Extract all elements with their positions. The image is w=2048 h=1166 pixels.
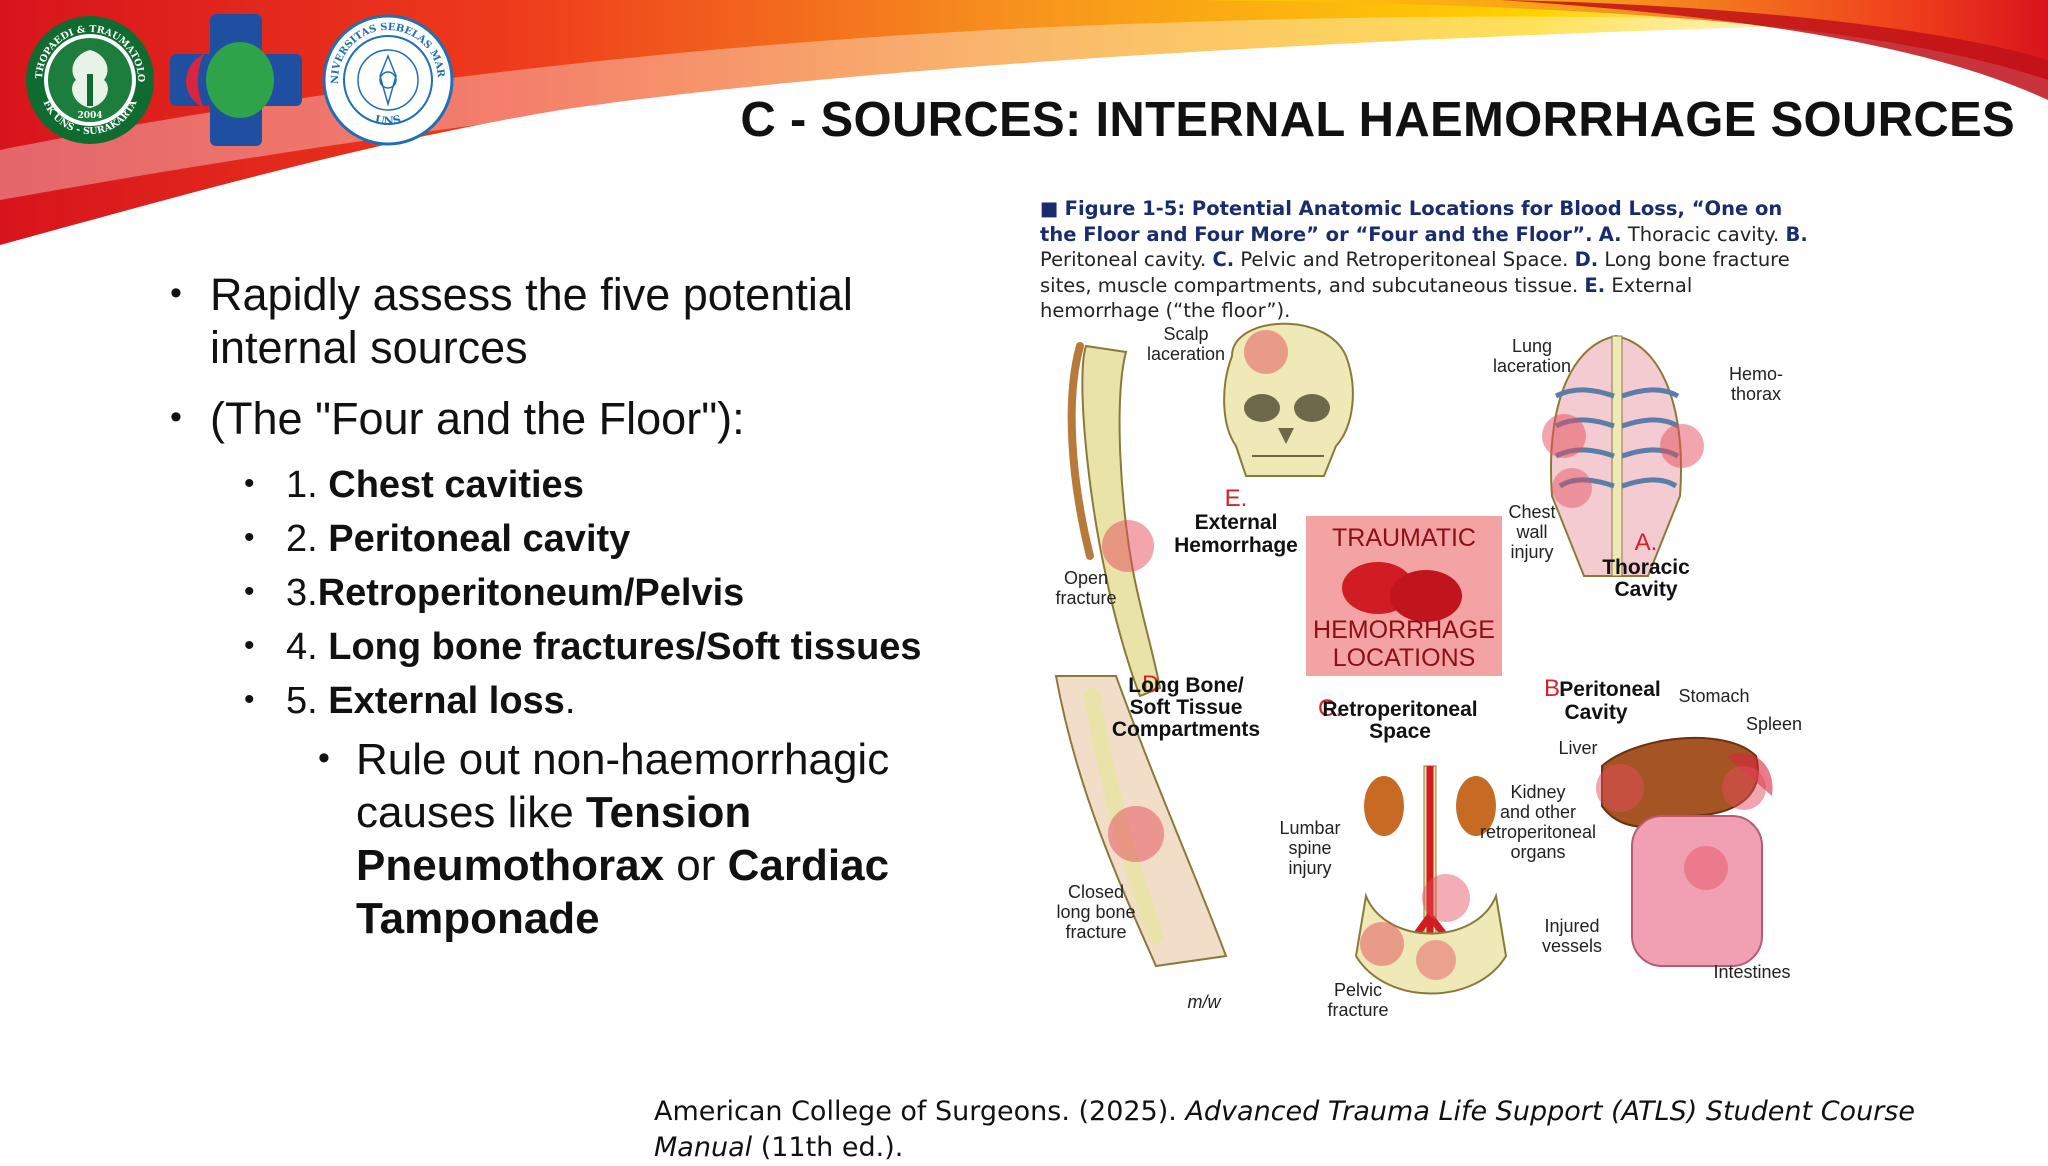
bullet-dot-icon: •: [318, 739, 330, 777]
panel-c-head: Retroperitoneal: [1322, 698, 1477, 721]
panel-e-head: External: [1195, 511, 1278, 534]
panel-a-letter: A.: [1635, 529, 1658, 556]
bullet-dot-icon: •: [170, 274, 182, 312]
label-lung-laceration-2: laceration: [1493, 356, 1571, 376]
bullet-dot-icon: •: [244, 683, 255, 716]
panel-d-leg: [1054, 675, 1228, 968]
panel-e-skull: [1223, 322, 1354, 477]
panel-c-retroperitoneal: [1354, 765, 1508, 995]
orthopaedi-logo: 2004 ORTHOPAEDI & TRAUMATOLOGI FK UNS - …: [24, 14, 156, 146]
label-closed-fracture-2: long bone: [1056, 902, 1135, 922]
source-retroperitoneum: Retroperitoneum/Pelvis: [317, 572, 745, 614]
panel-a-head-2: Cavity: [1614, 578, 1677, 601]
citation: American College of Surgeons. (2025). Ad…: [654, 1096, 1915, 1163]
label-intestines: Intestines: [1713, 962, 1790, 982]
center-box-line3: LOCATIONS: [1333, 644, 1476, 672]
label-liver: Liver: [1558, 738, 1597, 758]
sub-sub-bullet-item: • Rule out non-haemorrhagic causes like …: [318, 733, 930, 945]
caption-square-icon: ■: [1040, 197, 1065, 220]
source-chest: Chest cavities: [328, 464, 584, 506]
panel-d-head-3: Compartments: [1112, 718, 1260, 741]
panel-a-head: Thoracic: [1602, 556, 1690, 579]
anatomy-figure: ■ Figure 1-5: Potential Anatomic Locatio…: [1036, 196, 1812, 1026]
source-long-bone: Long bone fractures/Soft tissues: [328, 626, 922, 668]
label-closed-fracture-3: fracture: [1065, 922, 1126, 942]
label-spleen: Spleen: [1746, 714, 1802, 734]
bullet-dot-icon: •: [244, 575, 255, 608]
label-chest-wall: Chest: [1508, 502, 1555, 522]
bullet-dot-icon: •: [244, 521, 255, 554]
sub-bullet-item: • 4. Long bone fractures/Soft tissues: [244, 626, 922, 668]
label-kidney-3: retroperitoneal: [1480, 822, 1596, 842]
label-injured-vessels: Injured: [1544, 916, 1599, 936]
bullet-list: • Rapidly assess the five potential inte…: [170, 268, 930, 945]
label-kidney: Kidney: [1510, 782, 1565, 802]
label-stomach: Stomach: [1678, 686, 1749, 706]
label-pelvic-fracture: Pelvic: [1334, 980, 1382, 1000]
anatomy-illustration: Scalp laceration E. External Hemorrhage …: [1054, 322, 1802, 1020]
label-lumbar-3: injury: [1288, 858, 1331, 878]
label-lung-laceration: Lung: [1512, 336, 1552, 356]
bullet-text: (The "Four and the Floor"):: [210, 393, 745, 444]
label-hemothorax-2: thorax: [1731, 384, 1781, 404]
term-cardiac-tamponade: Cardiac Tamponade: [356, 841, 890, 943]
label-closed-fracture: Closed: [1068, 882, 1124, 902]
label-chest-wall-3: injury: [1510, 542, 1553, 562]
label-lumbar-2: spine: [1288, 838, 1331, 858]
label-open-fracture-2: fracture: [1055, 588, 1116, 608]
label-scalp-2: laceration: [1147, 344, 1225, 364]
label-pelvic-fracture-2: fracture: [1327, 1000, 1388, 1020]
label-chest-wall-2: wall: [1515, 522, 1547, 542]
source-peritoneal: Peritoneal cavity: [328, 518, 631, 560]
term-tension-pneumothorax: Tension Pneumothorax: [356, 788, 752, 890]
bullet-item: • Rapidly assess the five potential inte…: [170, 268, 930, 374]
bullet-dot-icon: •: [244, 629, 255, 662]
figure-caption: ■ Figure 1-5: Potential Anatomic Locatio…: [1040, 197, 1808, 323]
panel-e-head-2: Hemorrhage: [1174, 534, 1298, 557]
panel-b-head-2: Cavity: [1564, 701, 1627, 724]
panel-e-letter: E.: [1225, 485, 1248, 512]
panel-e-arm: [1067, 342, 1162, 698]
label-hemothorax: Hemo-: [1729, 364, 1783, 384]
panel-d-letter: D.: [1142, 671, 1166, 698]
bullet-dot-icon: •: [170, 398, 182, 436]
sub-bullet-item: • 1. Chest cavities: [244, 464, 584, 506]
svg-text:UNS: UNS: [374, 113, 403, 128]
sub-bullet-item: • 5. External loss.: [244, 680, 576, 722]
panel-c-head-2: Space: [1369, 720, 1431, 743]
panel-d-head-2: Soft Tissue: [1130, 696, 1243, 719]
panel-a-ribcage: [1542, 334, 1704, 577]
source-external: External loss: [328, 680, 565, 722]
uns-logo: UNIVERSITAS SEBELAS MARET UNS: [322, 14, 454, 146]
label-scalp: Scalp: [1163, 324, 1208, 344]
label-kidney-2: and other: [1500, 802, 1576, 822]
label-lumbar: Lumbar: [1279, 818, 1340, 838]
sub-bullet-item: • 3.Retroperitoneum/Pelvis: [244, 572, 745, 614]
panel-b-head: Peritoneal: [1559, 678, 1661, 701]
label-open-fracture: Open: [1064, 568, 1108, 588]
label-injured-vessels-2: vessels: [1542, 936, 1602, 956]
bullet-item: • (The "Four and the Floor"):: [170, 392, 930, 445]
center-box-line1: TRAUMATIC: [1332, 524, 1476, 552]
blood-cell-icon: [1390, 570, 1462, 622]
panel-c-letter: C.: [1318, 695, 1342, 722]
cross-logo: [170, 14, 302, 146]
panel-b-letter: B.: [1544, 675, 1567, 702]
logo-year: 2004: [77, 111, 102, 121]
center-box-line2: HEMORRHAGE: [1313, 616, 1495, 644]
bullet-dot-icon: •: [244, 467, 255, 500]
label-kidney-4: organs: [1510, 842, 1565, 862]
uns-ring-bottom: UNS: [374, 113, 403, 128]
bullet-text: Rapidly assess the five potential intern…: [210, 269, 853, 373]
panel-b-peritoneal: [1596, 736, 1773, 967]
artist-signature: m/w: [1188, 992, 1222, 1012]
panel-d-head: Long Bone/: [1128, 674, 1244, 697]
sub-bullet-item: • 2. Peritoneal cavity: [244, 518, 631, 560]
slide-title: C - SOURCES: INTERNAL HAEMORRHAGE SOURCE…: [740, 93, 2015, 147]
